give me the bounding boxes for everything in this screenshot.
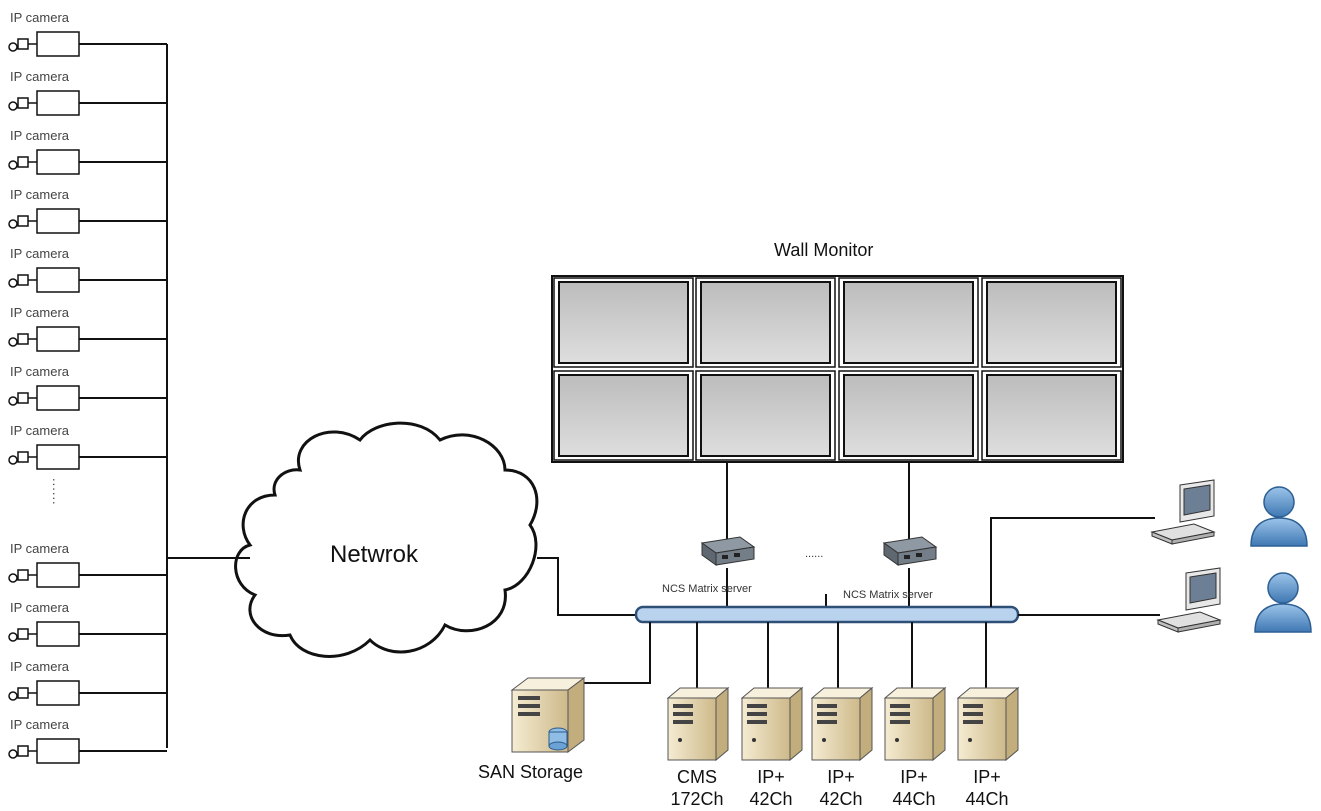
ip-camera-icon (8, 738, 80, 764)
camera-label: IP camera (10, 69, 70, 84)
cloud-to-backbone-line (537, 557, 636, 616)
server-label-line2: 44Ch (965, 789, 1009, 809)
wall-monitor-screen (981, 277, 1122, 368)
ip-camera-icon (8, 680, 80, 706)
ip-camera-icon (8, 385, 80, 411)
matrix-server-right-icon (882, 536, 938, 566)
server-label-line2: 42Ch (819, 789, 863, 809)
ip-camera-icon (8, 562, 80, 588)
ip-camera-icon (8, 621, 80, 647)
server-tower-icon (883, 686, 947, 762)
ip-camera-icon (8, 444, 80, 470)
san-storage-label: SAN Storage (478, 762, 584, 782)
server-label: CMS 172Ch (662, 766, 732, 810)
camera-label: IP camera (10, 541, 70, 556)
wall-monitor-screen (553, 277, 694, 368)
server-label-line2: 44Ch (892, 789, 936, 809)
camera-ellipsis: ...... (50, 478, 65, 506)
server-label-line1: IP+ (973, 767, 1001, 787)
matrix-ellipsis: ...... (805, 548, 824, 560)
ip-camera-icon (8, 267, 80, 293)
server-label: IP+ 44Ch (879, 766, 949, 810)
camera-label: IP camera (10, 600, 70, 615)
server-label-line2: 42Ch (749, 789, 793, 809)
camera-label: IP camera (10, 305, 70, 320)
server-label: IP+ 42Ch (736, 766, 806, 810)
camera-label: IP camera (10, 364, 70, 379)
camera-label: IP camera (10, 246, 70, 261)
matrix-server-left-icon (700, 536, 756, 566)
camera-label: IP camera (10, 187, 70, 202)
wall-monitor-screen (981, 370, 1122, 461)
user-bottom-icon (1254, 572, 1312, 633)
storage-to-backbone-line (582, 622, 651, 684)
server-label-line1: IP+ (900, 767, 928, 787)
wall-monitor-screen (553, 370, 694, 461)
wall-monitor-screen (838, 277, 979, 368)
ip-camera-icon (8, 90, 80, 116)
workstation-bottom-icon (1156, 567, 1222, 633)
server-tower-icon (666, 686, 730, 762)
camera-label: IP camera (10, 128, 70, 143)
camera-label: IP camera (10, 717, 70, 732)
matrix-server-left-label: NCS Matrix server (662, 583, 752, 595)
network-cloud (234, 421, 539, 658)
workstation-top-icon (1150, 479, 1216, 545)
server-tower-icon (810, 686, 874, 762)
ip-camera-icon (8, 31, 80, 57)
server-label-line1: IP+ (827, 767, 855, 787)
backbone-bar (634, 605, 1020, 624)
server-label-line1: CMS (677, 767, 717, 787)
matrix-server-right-label: NCS Matrix server (843, 589, 933, 601)
wall-monitor-screen (838, 370, 979, 461)
wall-monitor-screen (695, 277, 836, 368)
wall-monitor-screen (695, 370, 836, 461)
server-label: IP+ 42Ch (806, 766, 876, 810)
camera-label: IP camera (10, 10, 70, 25)
workstation-top-line (990, 517, 1155, 607)
server-label: IP+ 44Ch (952, 766, 1022, 810)
network-label: Netwrok (330, 541, 419, 568)
wall-monitor-title: Wall Monitor (774, 240, 874, 260)
user-top-icon (1250, 486, 1308, 547)
ip-camera-icon (8, 326, 80, 352)
san-storage-icon (510, 677, 586, 753)
server-tower-icon (956, 686, 1020, 762)
server-tower-icon (740, 686, 804, 762)
camera-label: IP camera (10, 659, 70, 674)
camera-label: IP camera (10, 423, 70, 438)
server-label-line2: 172Ch (670, 789, 724, 809)
ip-camera-icon (8, 208, 80, 234)
ip-camera-icon (8, 149, 80, 175)
server-label-line1: IP+ (757, 767, 785, 787)
